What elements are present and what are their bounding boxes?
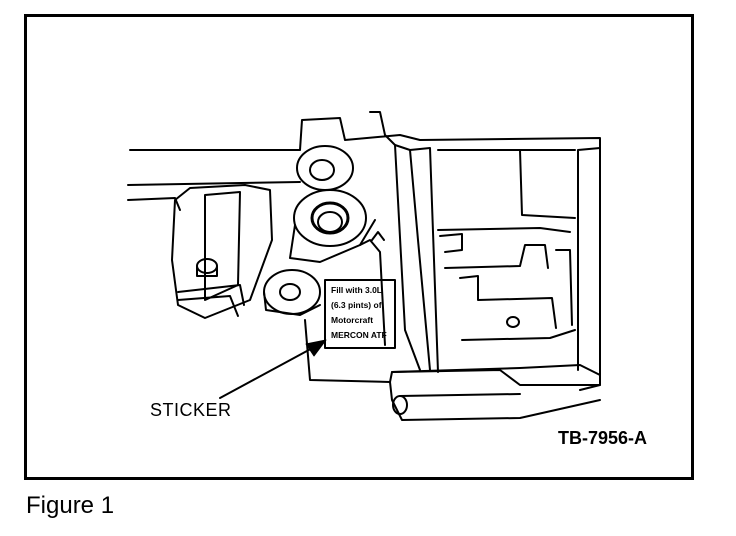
figure-frame: [24, 14, 694, 480]
sticker: [324, 279, 396, 349]
housing-right-edge: [579, 147, 601, 391]
callout-arrow-line: [219, 344, 319, 399]
sticker-line-2: (6.3 pints) of: [331, 300, 382, 310]
upper-boss: [296, 145, 354, 191]
sticker-callout-label: STICKER: [150, 400, 232, 420]
center-web: [369, 111, 421, 371]
housing-top-edge: [129, 117, 601, 371]
sticker-line-3: Motorcraft: [331, 315, 373, 325]
figure-caption: Figure 1: [26, 492, 115, 519]
housing-left-flange: [127, 181, 301, 186]
right-rib-upper: [437, 149, 576, 219]
middle-boss: [293, 189, 367, 247]
housing-left-lower: [127, 197, 181, 211]
sticker-line-1: Fill with 3.0L: [331, 285, 382, 295]
figure-id-label: TB-7956-A: [558, 428, 648, 448]
sticker-line-4: MERCON ATF: [331, 330, 387, 340]
bracket-bolt: [196, 258, 218, 274]
bracket-arm: [171, 184, 273, 319]
callout-arrowhead: [305, 339, 327, 357]
lower-boss: [263, 269, 321, 315]
